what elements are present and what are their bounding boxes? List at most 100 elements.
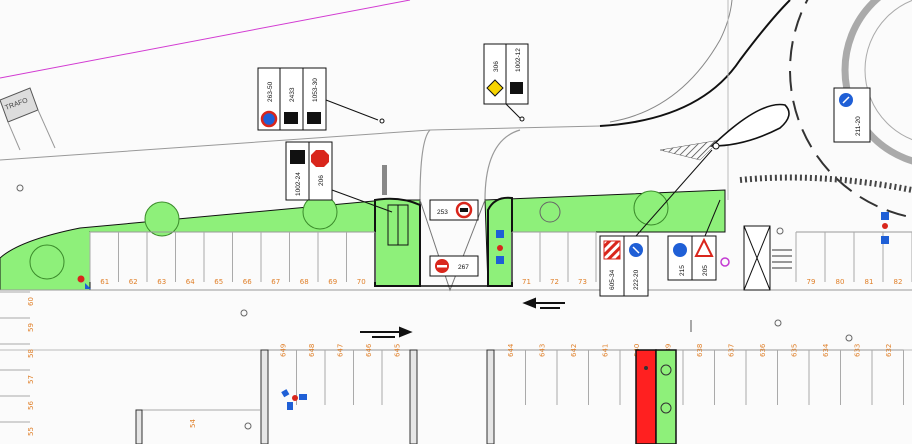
parking-number: 644 — [507, 343, 515, 357]
parking-number: 63 — [157, 278, 166, 286]
green-lane — [655, 349, 677, 444]
green-island-right — [487, 196, 513, 287]
supplement-sign-icon — [307, 112, 321, 124]
parking-number: 647 — [336, 344, 344, 357]
road-edge-bold-curve — [599, 0, 791, 127]
kiosk-detail — [387, 204, 409, 246]
priority-road-sign-icon — [486, 79, 504, 97]
supplement-sign-icon — [290, 150, 305, 164]
parking-number: 636 — [759, 343, 767, 357]
parking-number: 66 — [243, 278, 252, 286]
parking-number: 81 — [865, 278, 874, 286]
supplement-sign-icon — [284, 112, 298, 124]
parking-row-top-mid: 71 72 73 — [511, 231, 597, 286]
parking-number: 649 — [279, 344, 287, 357]
sign-group-5: 267 — [429, 255, 479, 277]
parking-number: 54 — [189, 419, 197, 428]
parking-number: 64 — [186, 278, 195, 286]
parking-number: 68 — [300, 278, 309, 286]
parking-number: 643 — [538, 344, 546, 357]
parking-number: 648 — [308, 344, 316, 357]
parking-number: 62 — [129, 278, 138, 286]
yield-sign-icon — [694, 237, 714, 257]
green-strip-left — [0, 199, 421, 291]
tree-icon — [539, 201, 561, 223]
marker-circle — [720, 257, 730, 267]
parking-number: 80 — [836, 278, 845, 286]
parking-number: 635 — [790, 344, 798, 357]
parking-number: 69 — [328, 278, 337, 286]
property-boundary-line — [0, 0, 411, 79]
sign-code: 1002-24 — [295, 172, 302, 196]
parking-number: 637 — [727, 344, 735, 357]
sign-code: 605-34 — [609, 269, 616, 290]
parking-number: 61 — [100, 278, 109, 286]
arrow-left-icon — [522, 297, 536, 309]
supplement-sign-icon — [510, 82, 523, 94]
pedestrian-crossing — [743, 225, 792, 291]
parking-number: 634 — [822, 343, 830, 357]
island-pole — [712, 142, 720, 150]
kerb-blocks — [135, 349, 495, 444]
parking-number: 67 — [271, 278, 280, 286]
parking-number: 73 — [578, 278, 587, 286]
roundabout — [659, 0, 912, 219]
sign-code: 263-50 — [267, 81, 274, 102]
sign-code: 267 — [458, 264, 469, 271]
signal-mast-icon — [496, 230, 504, 264]
lane-marker-icon — [660, 364, 672, 376]
crossing-lines — [419, 199, 486, 292]
sign-code: 206 — [318, 175, 325, 186]
sign-code: 1053-30 — [312, 78, 319, 102]
parking-number: 632 — [885, 344, 893, 357]
parking-number: 72 — [550, 278, 559, 286]
bollard — [382, 165, 387, 195]
sign-group-1: 263-50 2433 1053-30 — [257, 67, 385, 131]
parking-number: 642 — [570, 344, 578, 357]
sign-group-4: 253 — [429, 199, 479, 221]
direction-arrows — [360, 297, 565, 338]
parking-number: 60 — [27, 297, 35, 306]
parking-number: 58 — [27, 349, 35, 358]
parking-number: 71 — [522, 278, 531, 286]
sign-code: 211-20 — [855, 116, 862, 136]
parking-number: 56 — [27, 401, 35, 410]
tree-icon — [29, 244, 65, 280]
tree-icon — [633, 190, 669, 226]
sign-group-8: 211-20 — [833, 87, 871, 143]
roundabout-sign-icon — [673, 243, 687, 257]
trafo-building: TRAFO — [0, 87, 56, 151]
parking-number: 57 — [27, 375, 35, 384]
sign-group-2: 306 1002-12 — [483, 43, 529, 122]
parking-number: 645 — [393, 344, 401, 357]
parking-number: 638 — [696, 344, 704, 357]
arrow-right-icon — [399, 326, 413, 338]
barrier-sign-icon — [603, 240, 621, 260]
sign-group-7: 215 205 — [667, 199, 721, 281]
stop-sign-icon — [311, 150, 329, 167]
signal-mast-icon — [881, 212, 889, 244]
road-edge-left-curve — [419, 129, 431, 201]
parking-misc: 54 — [142, 409, 260, 428]
pedestrian-icon — [77, 275, 91, 289]
parking-row-b: 644643642641640639638637636635634633632 — [493, 343, 904, 405]
road-centre-curve — [609, 0, 733, 123]
trees — [29, 190, 669, 280]
sign-code: 215 — [679, 265, 686, 276]
sign-group-6: 605-34 222-20 — [599, 149, 713, 297]
lane-marker-icon — [660, 402, 672, 414]
parking-number: 55 — [27, 427, 35, 436]
parking-number: 641 — [601, 344, 609, 357]
parking-number: 65 — [214, 278, 223, 286]
sign-code: 205 — [702, 265, 709, 276]
red-lane — [635, 349, 657, 444]
sign-code: 306 — [493, 61, 500, 72]
parking-number: 633 — [853, 344, 861, 357]
road-edge-right-curve — [484, 129, 521, 201]
sign-code: 222-20 — [633, 269, 640, 290]
